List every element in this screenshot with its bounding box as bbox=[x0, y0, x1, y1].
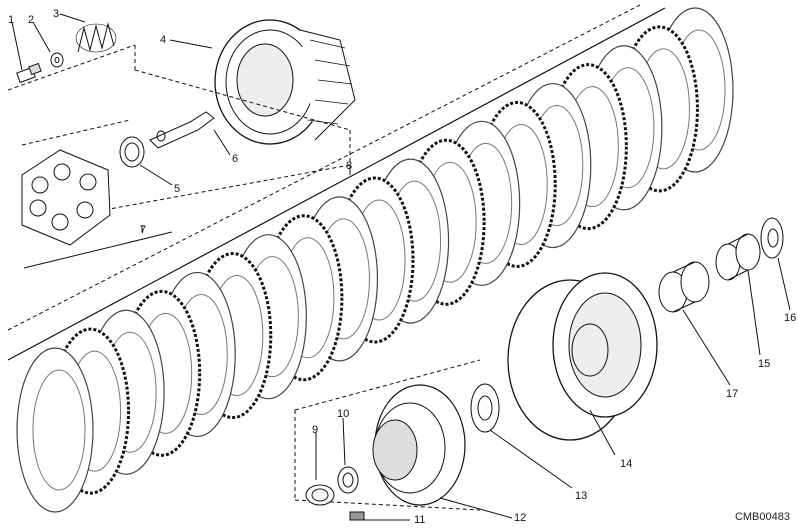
thrust-washer-part-13 bbox=[470, 383, 573, 489]
callout-12: 12 bbox=[514, 512, 527, 524]
callout-17: 17 bbox=[726, 388, 739, 400]
screw-part-1 bbox=[11, 21, 42, 84]
pressure-plate-part-4 bbox=[169, 19, 356, 145]
push-rod-part-6 bbox=[149, 111, 231, 156]
clutch-disc-stack bbox=[16, 7, 734, 513]
clutch-hub-part-12 bbox=[372, 384, 513, 519]
washer-part-16 bbox=[760, 217, 791, 311]
callout-14: 14 bbox=[620, 458, 633, 470]
callout-7: 7 bbox=[140, 224, 147, 236]
callout-11: 11 bbox=[414, 514, 426, 526]
callout-10: 10 bbox=[337, 408, 350, 420]
clutch-disc bbox=[16, 347, 94, 513]
callout-13: 13 bbox=[575, 490, 588, 502]
bushing-part-9 bbox=[305, 432, 335, 506]
callout-4: 4 bbox=[160, 34, 167, 46]
callout-6: 6 bbox=[232, 153, 239, 165]
callout-3: 3 bbox=[53, 8, 60, 20]
clutch-housing-part-14 bbox=[507, 272, 658, 456]
bush-part-15 bbox=[715, 233, 761, 356]
washer-part-2 bbox=[32, 21, 64, 68]
small-spring-part-11 bbox=[349, 511, 410, 521]
group-box-middle bbox=[21, 69, 351, 226]
plate-stack-guides bbox=[7, 4, 666, 361]
needle-bearing-part-17 bbox=[658, 261, 731, 386]
group-box-top bbox=[7, 44, 136, 91]
callout-5: 5 bbox=[174, 183, 181, 195]
callout-16: 16 bbox=[784, 312, 797, 324]
callout-1: 1 bbox=[8, 14, 15, 26]
callout-2: 2 bbox=[28, 14, 35, 26]
bearing-part-5 bbox=[119, 136, 173, 186]
drawing-code: CMB00483 bbox=[734, 511, 790, 523]
spring-part-3 bbox=[59, 13, 117, 53]
callout-15: 15 bbox=[758, 358, 771, 370]
spring-holder-part-7 bbox=[21, 149, 173, 269]
washer-part-10 bbox=[337, 417, 359, 494]
callout-9: 9 bbox=[312, 424, 319, 436]
callout-8: 8 bbox=[346, 160, 353, 172]
